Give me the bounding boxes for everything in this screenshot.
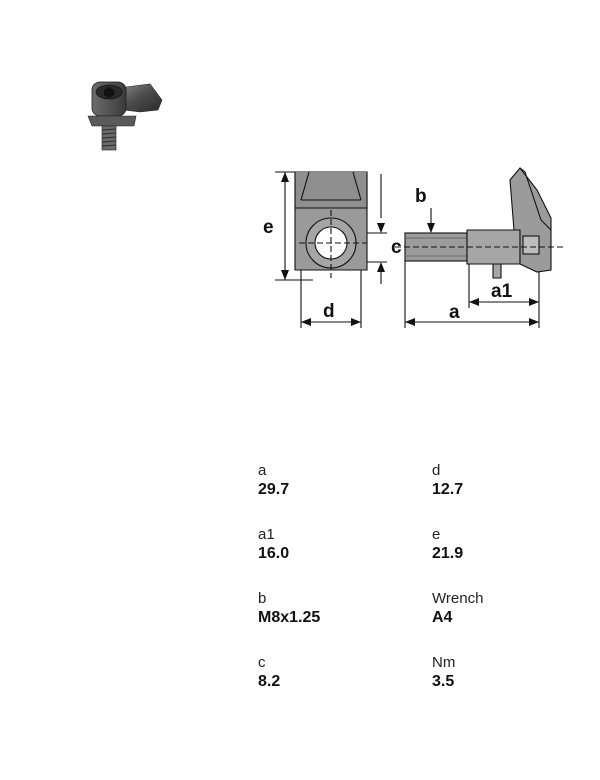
spec-b: b M8x1.25	[258, 590, 432, 640]
dim-label-a1: a1	[491, 281, 513, 302]
spec-c: c 8.2	[258, 654, 432, 704]
dim-label-e: e	[263, 217, 274, 238]
spec-label: e	[432, 526, 441, 543]
spec-label: b	[258, 590, 267, 607]
spec-value: 8.2	[258, 673, 281, 690]
spec-label: c	[258, 654, 266, 671]
spec-a: a 29.7	[258, 462, 432, 512]
spec-e: e 21.9	[432, 526, 572, 576]
spec-value: M8x1.25	[258, 609, 321, 626]
spec-d: d 12.7	[432, 462, 572, 512]
spec-value: 3.5	[432, 673, 455, 690]
spec-wrench: Wrench A4	[432, 590, 572, 640]
product-photo	[87, 81, 163, 151]
spec-nm: Nm 3.5	[432, 654, 572, 704]
spec-value: A4	[432, 609, 453, 626]
spec-label: d	[432, 462, 441, 479]
spec-label: Nm	[432, 654, 456, 671]
dim-label-c: c	[391, 237, 402, 258]
spec-label: a	[258, 462, 267, 479]
spec-value: 21.9	[432, 545, 464, 562]
spec-table: a 29.7 d 12.7 a1 16.0 e 21.9 b M8x1.25 W…	[258, 462, 578, 704]
spec-a1: a1 16.0	[258, 526, 432, 576]
spec-value: 16.0	[258, 545, 290, 562]
dim-label-b: b	[415, 186, 427, 207]
spec-value: 12.7	[432, 481, 464, 498]
dim-label-d: d	[323, 301, 335, 322]
spec-value: 29.7	[258, 481, 290, 498]
dimension-drawing: e c d b a1 a	[263, 167, 563, 328]
dim-label-a: a	[449, 302, 460, 323]
spec-label: Wrench	[432, 590, 484, 607]
spec-label: a1	[258, 526, 275, 543]
